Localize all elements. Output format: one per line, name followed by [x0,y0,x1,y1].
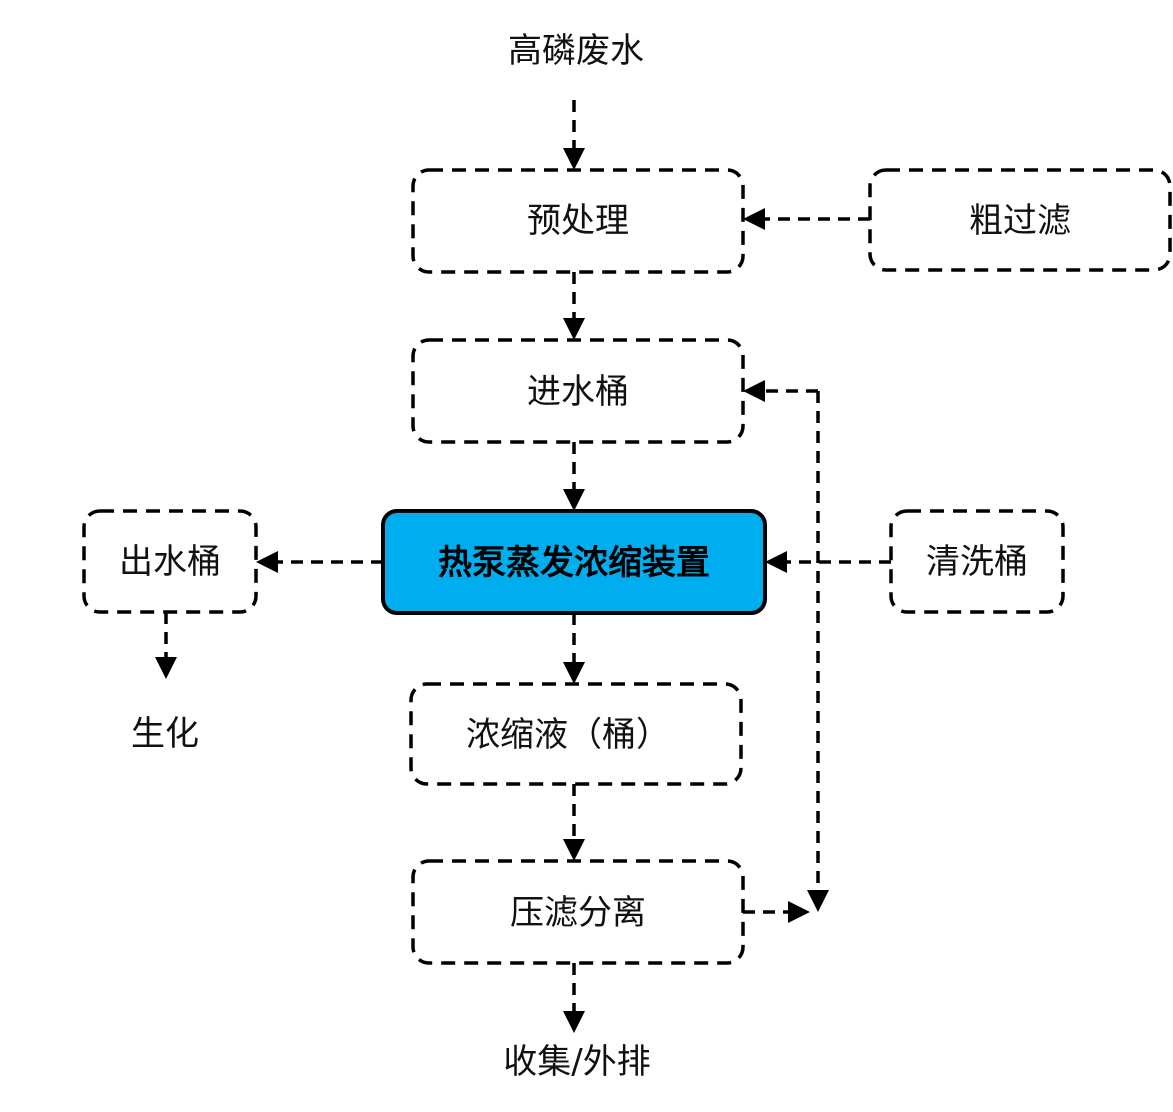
outlet-bucket-box [82,509,258,614]
disposal-label: 收集/外排 [503,1042,650,1082]
arrowhead [256,551,278,573]
arrowhead [563,662,585,684]
evaporator-label: 热泵蒸发浓缩装置 [438,543,710,583]
coarse-filter-label: 粗过滤 [969,201,1071,241]
arrowhead [563,489,585,511]
cleaning-bucket-box [889,509,1065,614]
pretreatment-label: 预处理 [527,201,629,241]
arrowhead [807,890,829,912]
outlet-bucket-label: 出水桶 [119,542,221,582]
arrowhead [788,901,810,923]
inlet-bucket-label: 进水桶 [527,372,629,412]
source-label: 高磷废水 [508,31,644,71]
biochem-label: 生化 [131,714,199,754]
arrowhead [743,208,765,230]
arrowhead [563,839,585,861]
concentrate-box [409,682,743,786]
cleaning-bucket-label: 清洗桶 [926,542,1028,582]
arrowhead [563,1011,585,1033]
arrowhead [765,551,787,573]
filter-press-label: 压滤分离 [510,893,646,933]
pretreatment-box [411,168,745,274]
coarse-filter-box [868,168,1172,272]
concentrate-label: 浓缩液（桶） [466,715,670,755]
arrowhead [155,657,177,679]
arrowhead [563,148,585,170]
arrowhead [563,318,585,340]
arrowhead [743,380,765,402]
